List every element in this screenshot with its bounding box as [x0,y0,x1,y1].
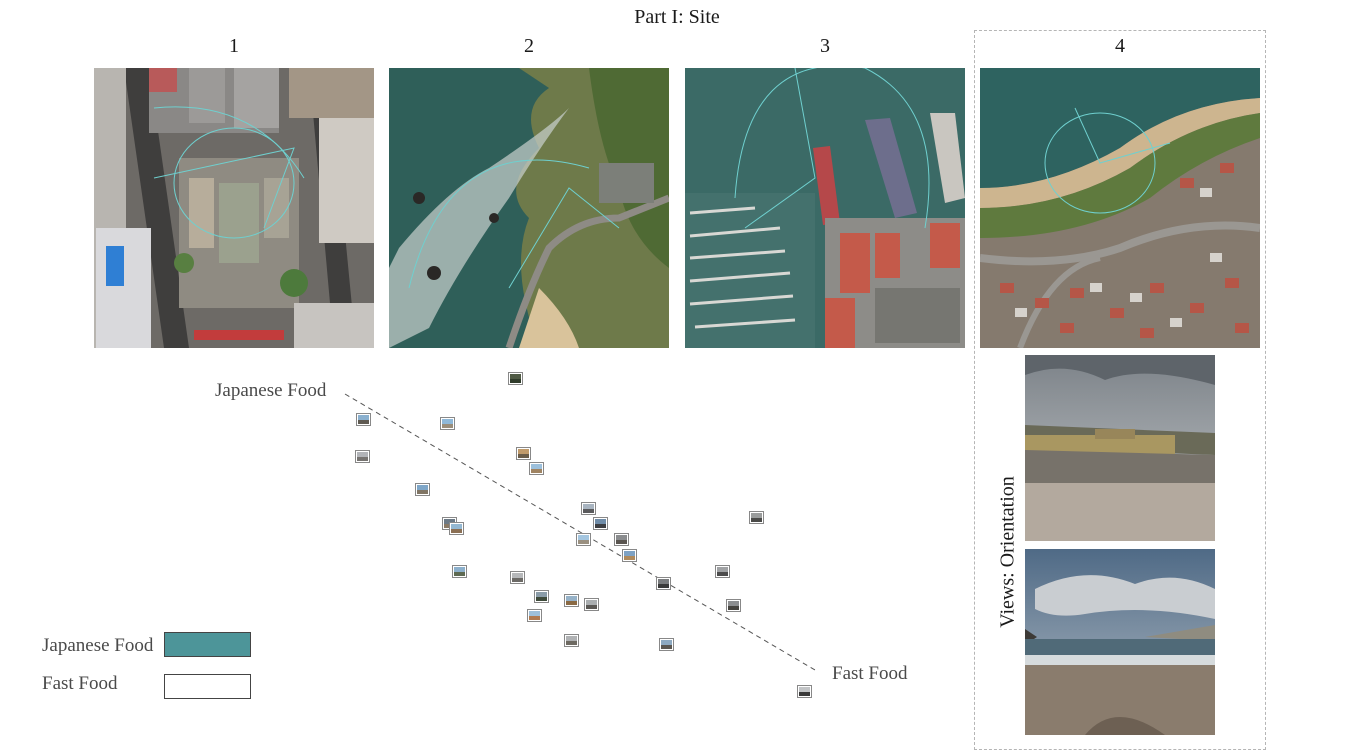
scatter-thumbnail[interactable] [511,572,524,583]
site-number-2: 2 [524,35,534,57]
scatter-thumbnail[interactable] [416,484,429,495]
site-2-aerial-image[interactable] [389,68,669,348]
axis-label-japanese-food: Japanese Food [215,380,327,401]
site-number-1: 1 [229,35,239,57]
legend-swatch-fast-food [164,674,251,699]
scatter-thumbnail[interactable] [615,534,628,545]
scatter-thumbnail[interactable] [798,686,811,697]
scatter-thumbnail[interactable] [623,550,636,561]
beach-ocean-view-photo[interactable] [1025,549,1215,735]
scatter-thumbnail[interactable] [517,448,530,459]
scatter-thumbnail[interactable] [577,534,590,545]
legend-swatch-japanese-food [164,632,251,657]
scatter-thumbnail[interactable] [530,463,543,474]
scatter-thumbnail[interactable] [441,418,454,429]
beach-building-view-photo[interactable] [1025,355,1215,541]
scatter-thumbnail[interactable] [660,639,673,650]
scatter-thumbnail[interactable] [528,610,541,621]
scatter-thumbnail[interactable] [727,600,740,611]
scatter-thumbnail[interactable] [750,512,763,523]
legend-label-fast-food: Fast Food [42,673,118,694]
scatter-thumbnail[interactable] [585,599,598,610]
scatter-thumbnail[interactable] [453,566,466,577]
site-4-aerial-image[interactable] [980,68,1260,348]
scatter-thumbnail[interactable] [582,503,595,514]
scatter-thumbnail[interactable] [357,414,370,425]
axis-label-fast-food: Fast Food [832,663,908,684]
page-title: Part I: Site [634,6,720,28]
legend-label-japanese-food: Japanese Food [42,635,154,656]
scatter-thumbnail[interactable] [356,451,369,462]
site-number-3: 3 [820,35,830,57]
scatter-thumbnail[interactable] [657,578,670,589]
scatter-thumbnail[interactable] [535,591,548,602]
scatter-thumbnail[interactable] [565,595,578,606]
scatter-thumbnail[interactable] [594,518,607,529]
scatter-thumbnail[interactable] [565,635,578,646]
site-number-4: 4 [1115,35,1125,57]
scatter-thumbnail[interactable] [450,523,463,534]
scatter-thumbnail[interactable] [509,373,522,384]
site-3-aerial-image[interactable] [685,68,965,348]
site-1-aerial-image[interactable] [94,68,374,348]
scatter-thumbnail[interactable] [716,566,729,577]
